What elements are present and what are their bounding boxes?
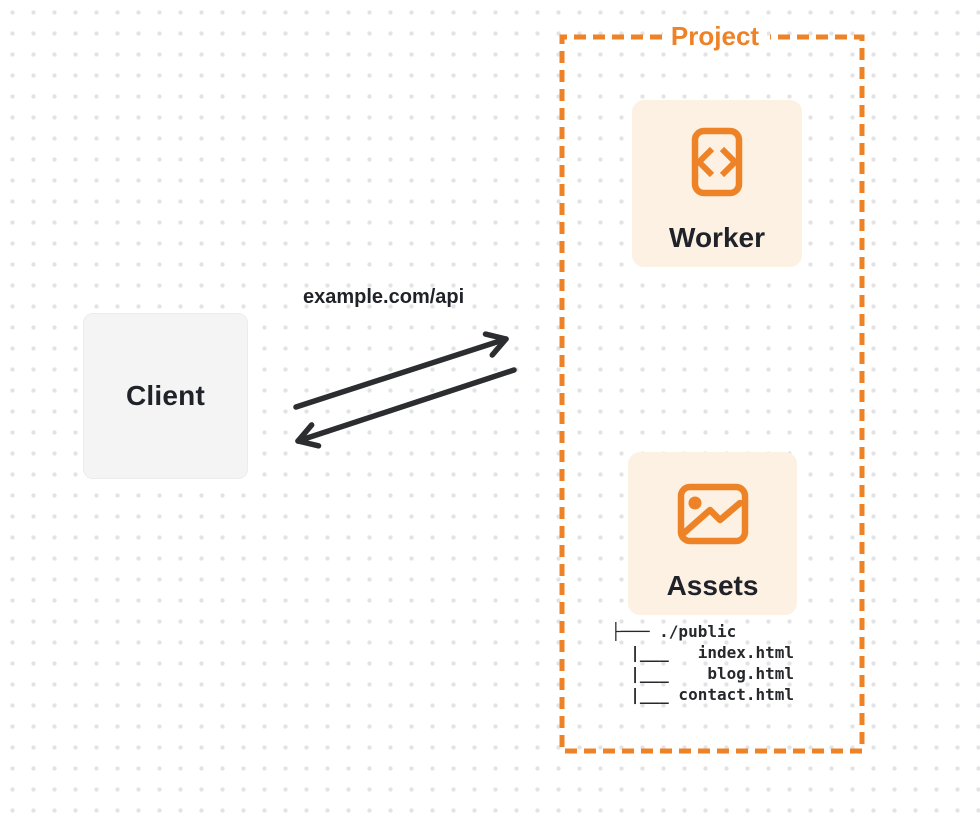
response-arrow <box>295 367 517 449</box>
project-label: Project <box>662 21 768 51</box>
client-label: Client <box>126 380 205 411</box>
image-icon <box>677 483 748 545</box>
worker-label: Worker <box>669 222 765 253</box>
code-file-icon <box>691 127 743 197</box>
client-node: Client <box>83 313 248 479</box>
worker-node: Worker <box>632 100 802 267</box>
assets-node: Assets <box>628 452 797 615</box>
assets-file-tree: ├─── ./public |___ index.html |___ blog.… <box>611 622 795 704</box>
request-url-label: example.com/api <box>303 286 465 308</box>
request-arrow <box>293 331 509 410</box>
project-boundary-border <box>559 34 865 754</box>
assets-label: Assets <box>666 570 759 601</box>
